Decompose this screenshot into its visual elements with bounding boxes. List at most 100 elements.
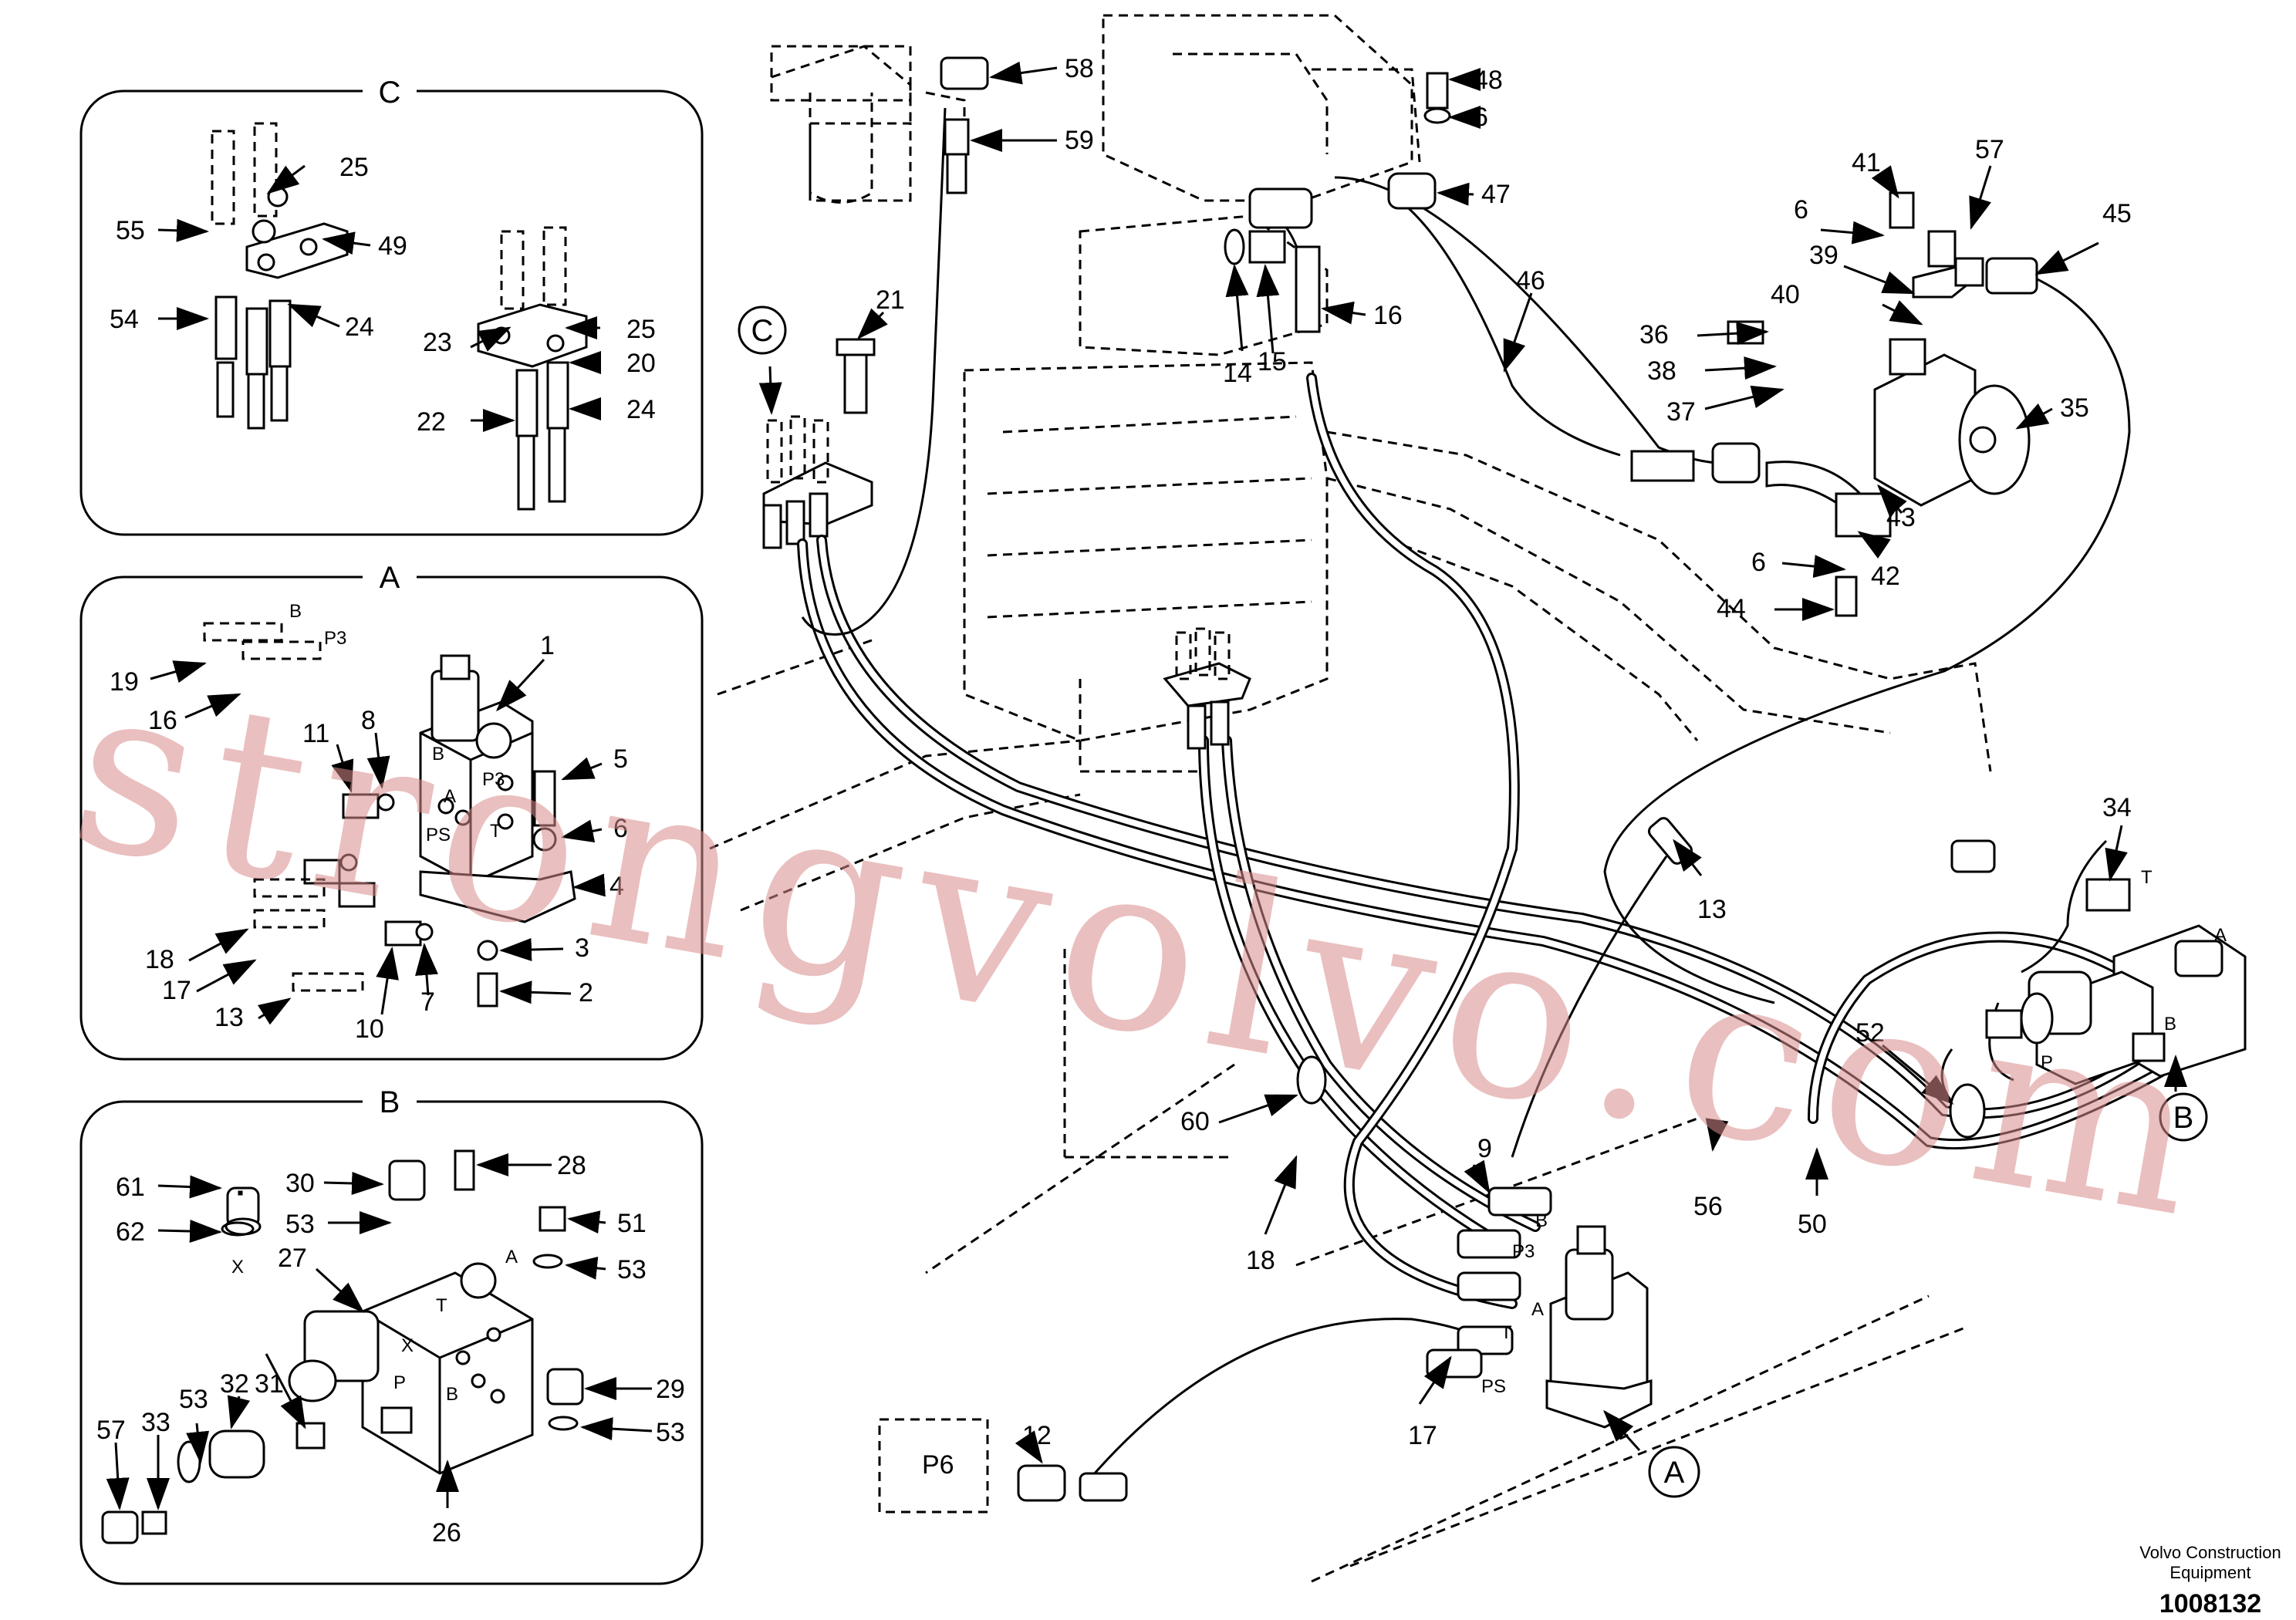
label-8: 8 <box>361 706 376 735</box>
label-10: 10 <box>355 1014 384 1044</box>
label-20: 20 <box>626 349 656 378</box>
label-53-b4: 53 <box>179 1385 208 1414</box>
label-51: 51 <box>617 1209 647 1238</box>
valve-block-b <box>1950 839 2247 1085</box>
label-61: 61 <box>116 1173 145 1202</box>
port-b-a: B <box>289 601 302 622</box>
valve-block-a <box>1545 1225 1653 1429</box>
label-12: 12 <box>1022 1421 1052 1450</box>
callout-c: C <box>751 314 774 348</box>
label-7: 7 <box>420 987 435 1017</box>
label-3: 3 <box>575 933 589 963</box>
label-32: 32 <box>220 1369 249 1399</box>
label-26: 26 <box>432 1518 461 1547</box>
label-2: 2 <box>579 978 593 1007</box>
callout-a: A <box>1664 1456 1685 1490</box>
label-59: 59 <box>1065 126 1094 155</box>
label-4: 4 <box>609 872 624 901</box>
label-39: 39 <box>1809 241 1838 270</box>
label-16-a: 16 <box>148 706 177 735</box>
label-25-mid: 25 <box>626 315 656 344</box>
label-53-b2: 53 <box>617 1255 647 1284</box>
port-p6: P6 <box>922 1450 954 1480</box>
label-18-main: 18 <box>1246 1246 1275 1275</box>
label-35: 35 <box>2060 393 2089 423</box>
label-23: 23 <box>423 328 452 357</box>
fitting-stack-left <box>211 122 292 430</box>
label-43: 43 <box>1886 503 1916 532</box>
label-19: 19 <box>110 667 139 697</box>
label-53-b1: 53 <box>285 1210 315 1239</box>
label-15: 15 <box>1258 347 1287 376</box>
port-t-valve-b: T <box>2141 867 2152 888</box>
label-47: 47 <box>1481 180 1511 209</box>
label-6-top: 6 <box>1474 103 1488 132</box>
label-9: 9 <box>1477 1134 1492 1163</box>
label-58: 58 <box>1065 54 1094 83</box>
label-14: 14 <box>1223 359 1252 388</box>
label-11: 11 <box>302 719 329 748</box>
label-46: 46 <box>1516 266 1545 295</box>
port-b-block: B <box>432 744 444 764</box>
label-25-top: 25 <box>339 153 369 182</box>
label-22: 22 <box>417 407 446 437</box>
label-53-b3: 53 <box>656 1418 685 1447</box>
label-36: 36 <box>1639 320 1669 349</box>
main-callouts: 58 59 48 6 47 21 16 14 15 46 36 38 37 40… <box>738 54 2227 1498</box>
port-p-block: P <box>393 1372 406 1393</box>
label-37: 37 <box>1666 397 1696 427</box>
port-b-valve-b: B <box>2164 1014 2176 1034</box>
label-50: 50 <box>1798 1210 1827 1239</box>
label-62: 62 <box>116 1217 145 1247</box>
panel-a-title: A <box>380 561 400 595</box>
detail-panel-a: A <box>79 555 704 1061</box>
label-52: 52 <box>1855 1018 1885 1048</box>
label-48: 48 <box>1474 66 1503 95</box>
port-a-b: A <box>505 1247 518 1267</box>
label-29: 29 <box>656 1375 685 1404</box>
port-p3-block: P3 <box>482 769 505 790</box>
port-b-main: B <box>1535 1210 1548 1231</box>
label-55: 55 <box>116 216 145 245</box>
label-24-mid: 24 <box>626 395 656 424</box>
label-5: 5 <box>613 744 628 774</box>
label-24-top: 24 <box>345 312 374 342</box>
port-p3-main: P3 <box>1512 1241 1535 1262</box>
label-28: 28 <box>557 1151 586 1180</box>
label-33: 33 <box>141 1408 171 1437</box>
port-x-block: X <box>401 1335 414 1356</box>
label-41: 41 <box>1852 148 1881 177</box>
label-54: 54 <box>110 305 139 334</box>
panel-c-title: C <box>379 76 401 110</box>
label-34: 34 <box>2102 793 2132 822</box>
label-56: 56 <box>1693 1192 1723 1221</box>
label-49: 49 <box>378 231 407 261</box>
port-b-block-b: B <box>446 1384 458 1405</box>
port-ps-main: PS <box>1481 1376 1506 1397</box>
label-44: 44 <box>1717 594 1746 623</box>
label-21: 21 <box>876 285 905 315</box>
label-42: 42 <box>1871 562 1900 591</box>
footer-company-line1: Volvo Construction <box>2139 1543 2281 1562</box>
port-t-main: T <box>1501 1322 1512 1343</box>
port-x-top: X <box>231 1257 244 1277</box>
detail-panel-b: B <box>79 1080 704 1585</box>
port-t-b: T <box>436 1295 447 1316</box>
label-38: 38 <box>1647 356 1676 386</box>
label-27: 27 <box>278 1244 307 1273</box>
label-60: 60 <box>1180 1107 1210 1136</box>
label-18-a: 18 <box>145 945 174 974</box>
label-6-low: 6 <box>1751 548 1766 577</box>
detail-panel-c: C <box>79 69 704 536</box>
callout-b: B <box>2173 1101 2194 1135</box>
footer-company-line2: Equipment <box>2169 1563 2250 1582</box>
port-a-block: A <box>444 786 456 807</box>
port-p-valve-b: P <box>2041 1052 2053 1073</box>
label-17-main: 17 <box>1408 1421 1437 1450</box>
label-31: 31 <box>255 1369 284 1399</box>
label-30: 30 <box>285 1169 315 1198</box>
label-6-pump: 6 <box>1794 195 1808 224</box>
label-13-main: 13 <box>1697 895 1727 924</box>
label-40: 40 <box>1771 280 1800 309</box>
